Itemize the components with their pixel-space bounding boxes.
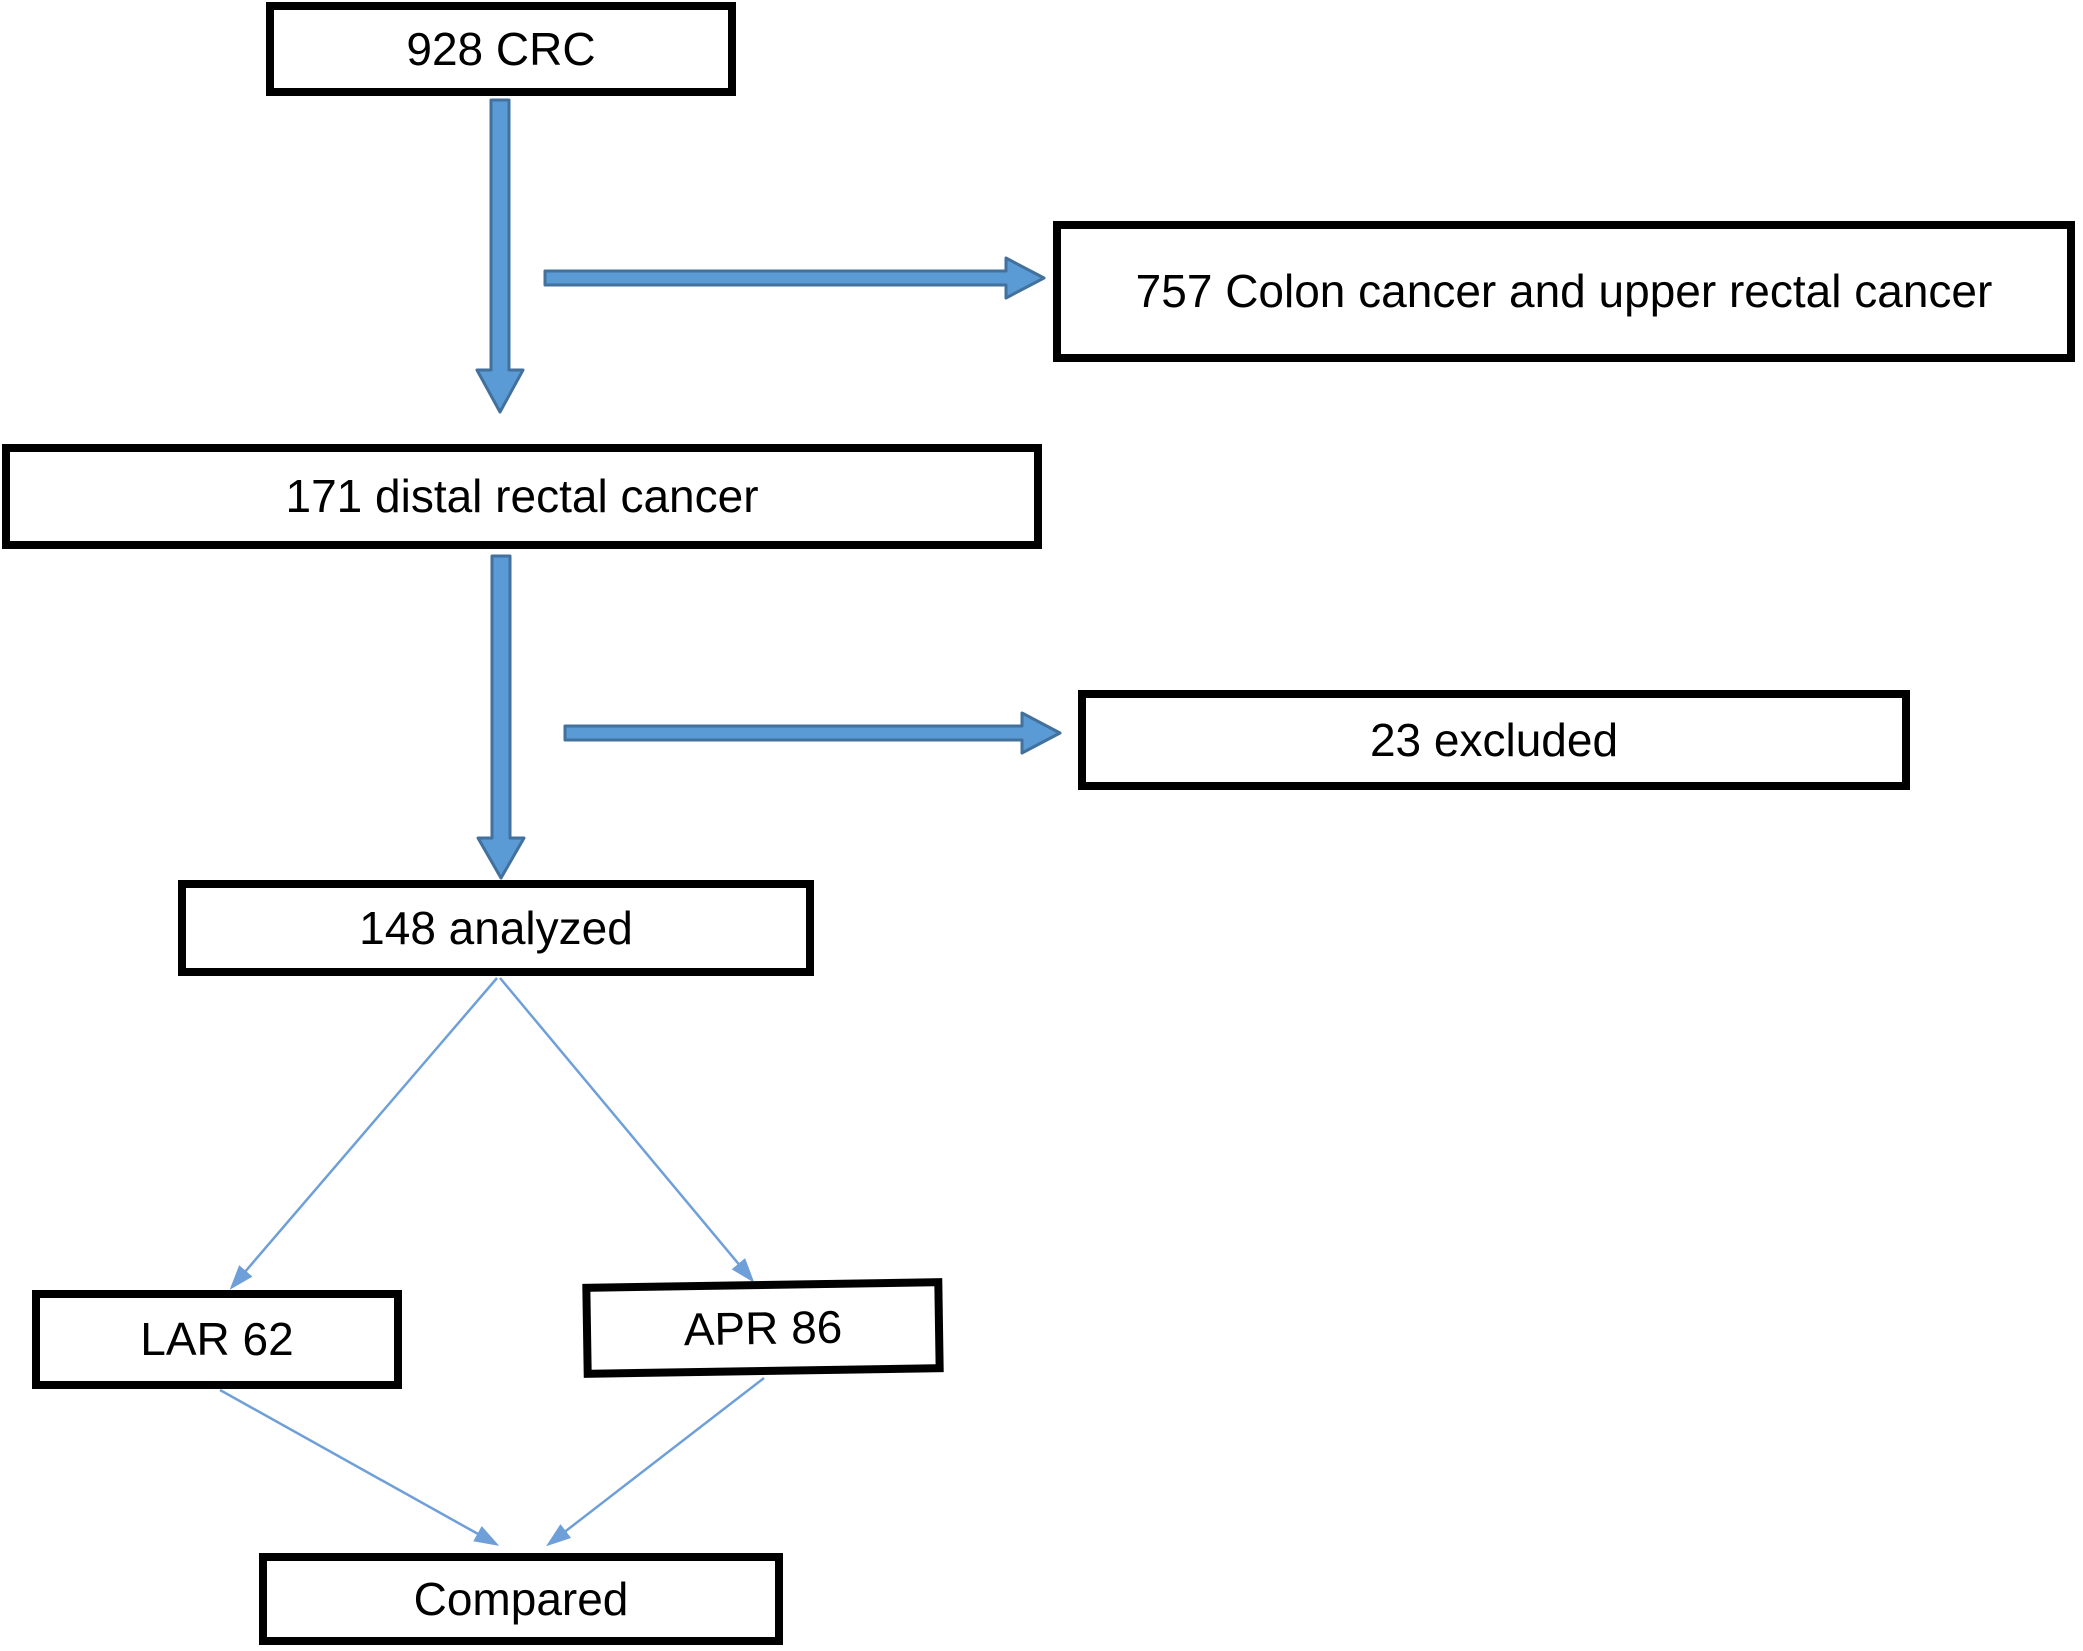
- arrow-distal-to-analyzed-icon: [476, 554, 526, 880]
- box-171-distal-rectal: 171 distal rectal cancer: [2, 444, 1042, 549]
- box-148-analyzed-label: 148 analyzed: [359, 901, 633, 954]
- arrow-crc-to-colon-icon: [543, 256, 1046, 300]
- box-23-excluded: 23 excluded: [1078, 690, 1910, 790]
- box-apr-86-label: APR 86: [683, 1300, 843, 1355]
- box-757-colon-upper-rectal: 757 Colon cancer and upper rectal cancer: [1053, 221, 2075, 362]
- arrow-apr-to-compared-icon: [546, 1377, 765, 1547]
- box-compared: Compared: [259, 1553, 783, 1645]
- box-171-distal-rectal-label: 171 distal rectal cancer: [285, 470, 759, 523]
- arrow-analyzed-to-lar-icon: [229, 977, 498, 1290]
- box-apr-86: APR 86: [582, 1278, 944, 1378]
- box-148-analyzed: 148 analyzed: [178, 880, 814, 976]
- box-lar-62-label: LAR 62: [140, 1313, 294, 1366]
- box-757-colon-upper-rectal-label: 757 Colon cancer and upper rectal cancer: [1135, 265, 1993, 318]
- arrow-analyzed-to-apr-icon: [499, 977, 755, 1283]
- arrow-distal-to-excluded-icon: [563, 711, 1062, 755]
- box-23-excluded-label: 23 excluded: [1369, 713, 1619, 766]
- box-928-crc: 928 CRC: [266, 2, 736, 96]
- box-lar-62: LAR 62: [32, 1290, 402, 1389]
- arrow-crc-to-distal-icon: [475, 98, 525, 414]
- box-compared-label: Compared: [413, 1572, 629, 1625]
- arrow-lar-to-compared-icon: [219, 1388, 500, 1546]
- box-928-crc-label: 928 CRC: [406, 22, 596, 75]
